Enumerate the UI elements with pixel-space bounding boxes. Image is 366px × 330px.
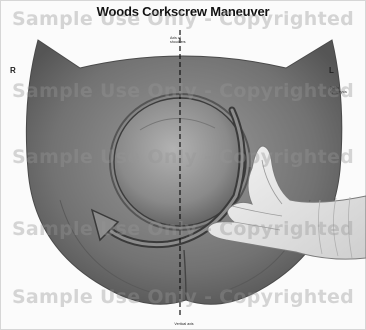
- pubic-label-line-2: symphysis: [330, 90, 364, 94]
- axis-of-shoulders-label: Axis of shoulders: [170, 36, 210, 44]
- axis-label-line-2: shoulders: [170, 40, 210, 44]
- diagram-title: Woods Corkscrew Maneuver: [0, 4, 366, 19]
- pubic-symphysis-label: Pubic symphysis: [330, 86, 364, 94]
- left-side-label: L: [329, 66, 334, 75]
- vertical-axis-label: Vertical axis: [164, 322, 204, 326]
- right-side-label: R: [10, 66, 16, 75]
